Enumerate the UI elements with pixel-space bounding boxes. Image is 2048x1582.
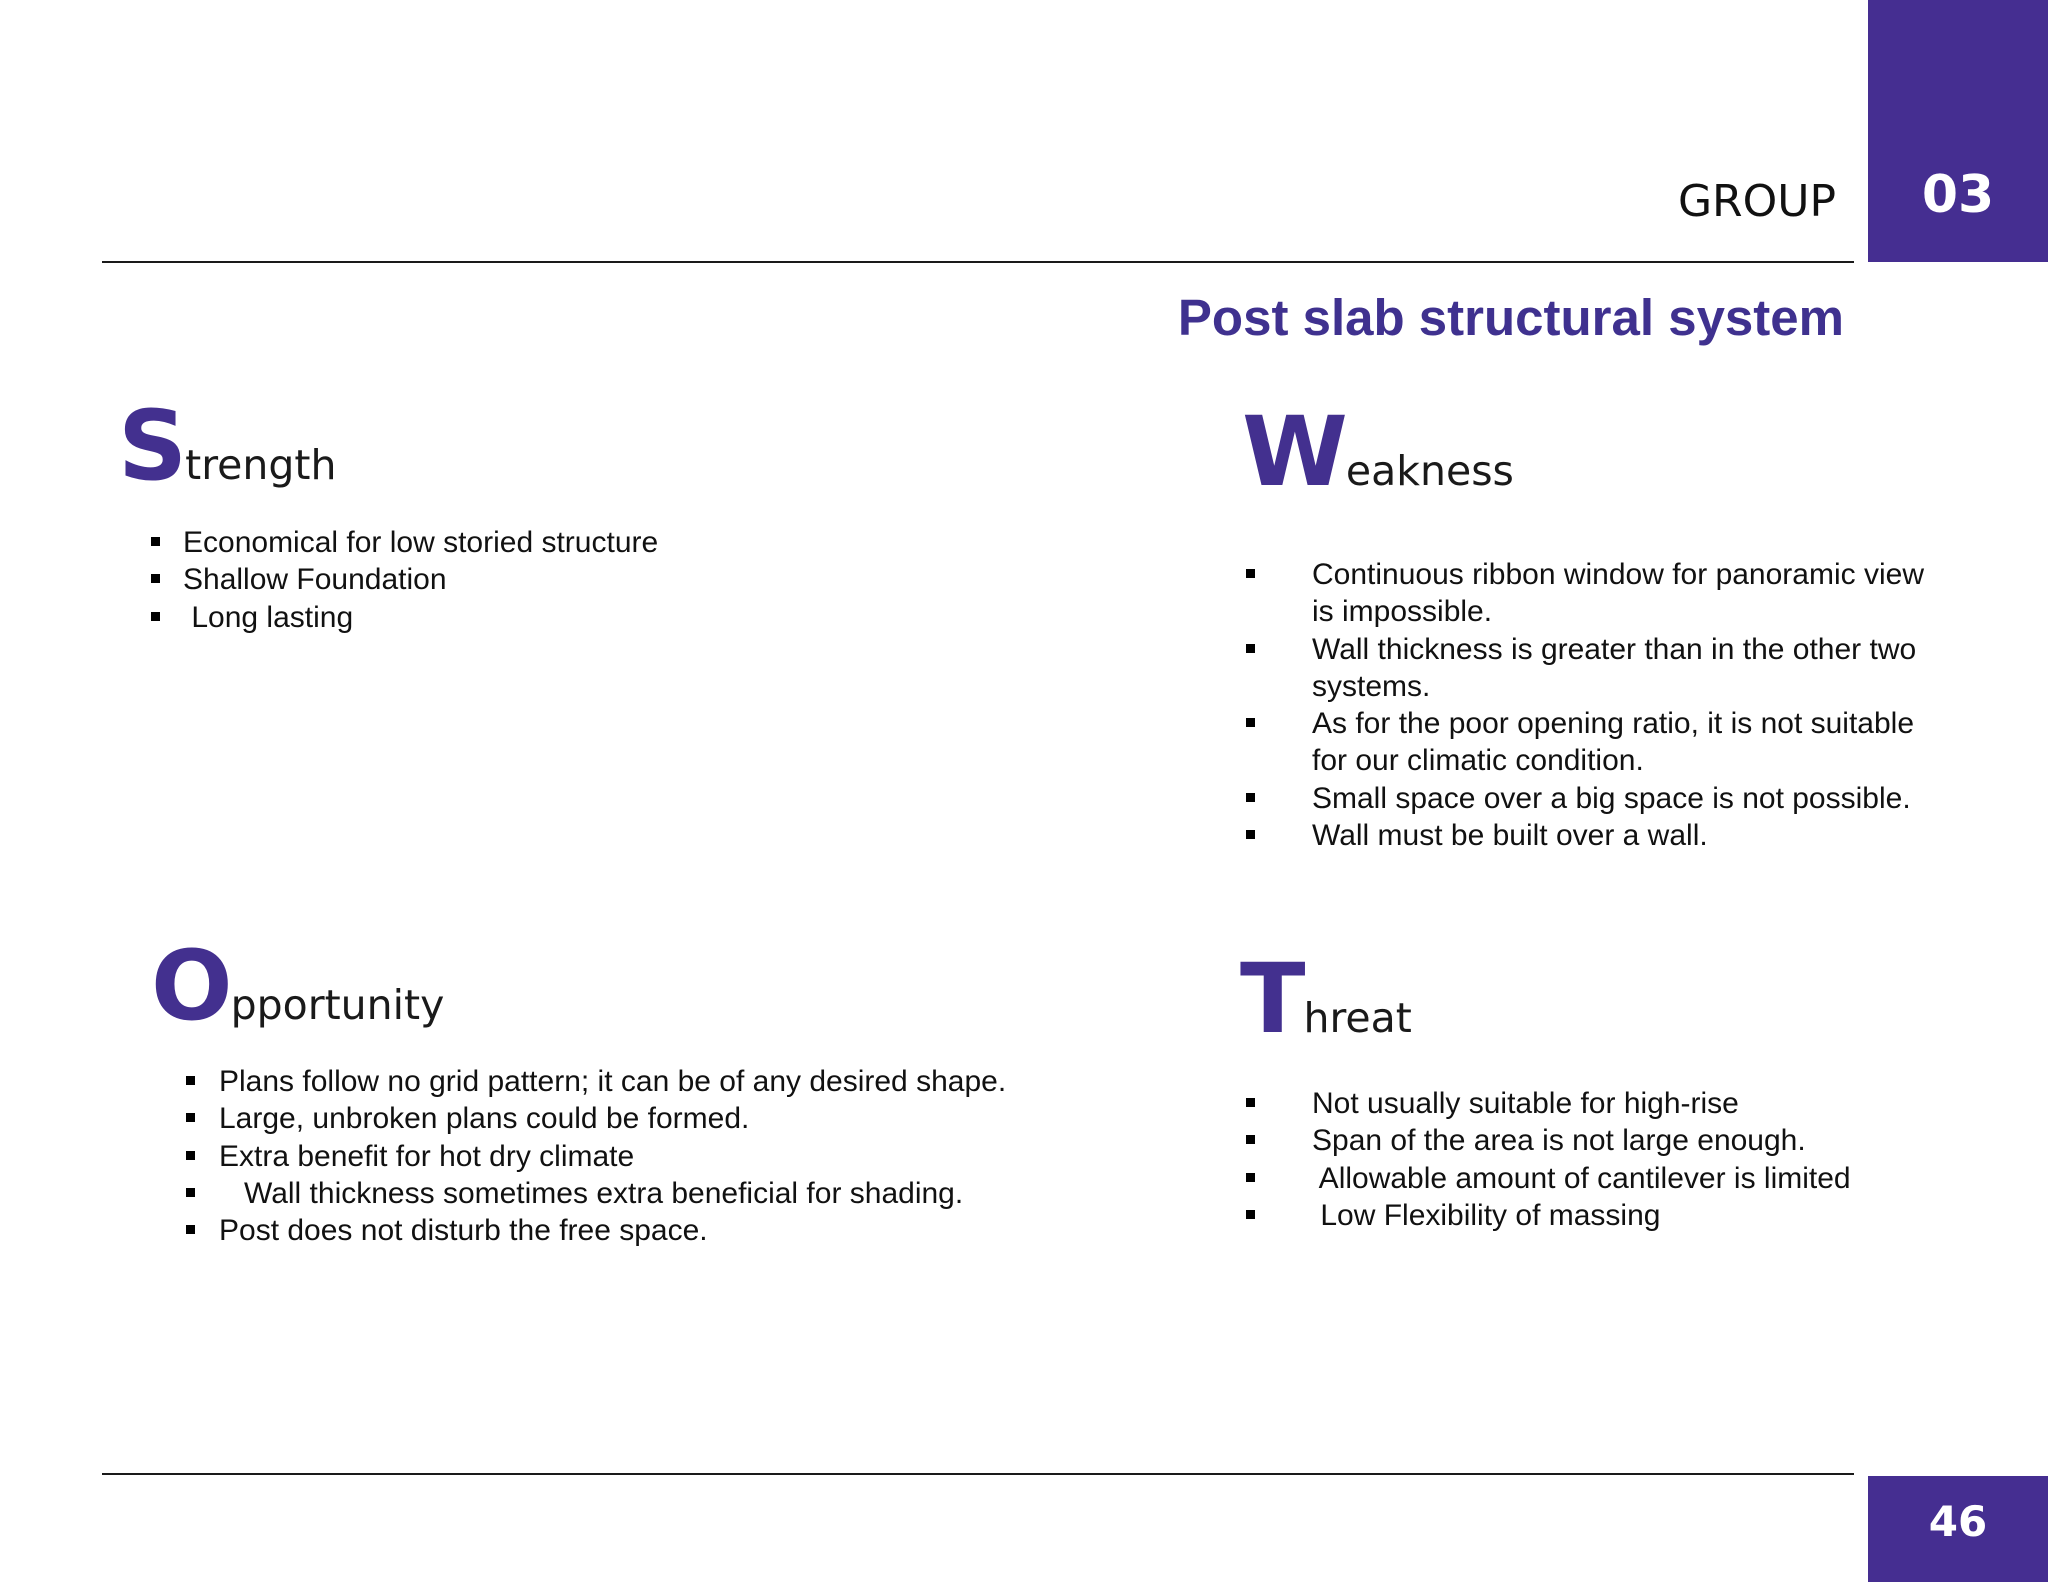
weakness-heading-rest: eakness xyxy=(1345,447,1514,495)
strength-heading-rest: trength xyxy=(185,441,337,489)
threat-item: Allowable amount of cantilever is limite… xyxy=(1246,1160,1851,1197)
weakness-item: Wall thickness is greater than in the ot… xyxy=(1246,631,1924,668)
weakness-item: Continuous ribbon window for panoramic v… xyxy=(1246,556,1924,593)
weakness-item: As for the poor opening ratio, it is not… xyxy=(1246,705,1924,742)
opportunity-item: Extra benefit for hot dry climate xyxy=(185,1138,1006,1175)
weakness-item-continuation: systems. xyxy=(1312,669,1431,703)
strength-item: Shallow Foundation xyxy=(150,561,658,598)
strength-item: Economical for low storied structure xyxy=(150,524,658,561)
threat-item: Not usually suitable for high-rise xyxy=(1246,1085,1851,1122)
threat-list: Not usually suitable for high-rise Span … xyxy=(1246,1085,1851,1234)
slide-title: Post slab structural system xyxy=(1177,289,1844,346)
opportunity-item: Large, unbroken plans could be formed. xyxy=(185,1100,1006,1137)
weakness-initial: W xyxy=(1242,396,1348,508)
weakness-item-continuation: for our climatic condition. xyxy=(1312,744,1644,778)
footer-divider xyxy=(102,1473,1854,1475)
page-number: 46 xyxy=(1928,1497,1988,1546)
page-badge: 46 xyxy=(1868,1476,2048,1582)
strength-item: Long lasting xyxy=(150,599,658,636)
weakness-heading: Weakness xyxy=(1242,396,1514,508)
group-badge: 03 xyxy=(1868,0,2048,262)
group-number: 03 xyxy=(1921,165,1995,225)
threat-initial: T xyxy=(1240,943,1305,1055)
opportunity-item: Wall thickness sometimes extra beneficia… xyxy=(185,1175,1006,1212)
opportunity-item: Post does not disturb the free space. xyxy=(185,1212,1006,1249)
opportunity-heading-rest: pportunity xyxy=(230,981,445,1029)
opportunity-item: Plans follow no grid pattern; it can be … xyxy=(185,1063,1006,1100)
threat-heading: Threat xyxy=(1240,943,1412,1055)
opportunity-list: Plans follow no grid pattern; it can be … xyxy=(185,1063,1006,1249)
strength-heading: Strength xyxy=(118,390,336,502)
weakness-item: Wall must be built over a wall. xyxy=(1246,817,1924,854)
opportunity-heading: Opportunity xyxy=(151,930,444,1042)
threat-heading-rest: hreat xyxy=(1303,994,1412,1042)
threat-item: Span of the area is not large enough. xyxy=(1246,1122,1851,1159)
threat-item: Low Flexibility of massing xyxy=(1246,1197,1851,1234)
opportunity-initial: O xyxy=(151,930,233,1042)
header-divider xyxy=(102,261,1854,263)
group-label: GROUP xyxy=(1677,176,1836,227)
weakness-list: Continuous ribbon window for panoramic v… xyxy=(1246,556,1924,854)
strength-initial: S xyxy=(118,390,187,502)
weakness-item-continuation: is impossible. xyxy=(1312,595,1493,629)
weakness-item: Small space over a big space is not poss… xyxy=(1246,780,1924,817)
strength-list: Economical for low storied structure Sha… xyxy=(150,524,658,636)
